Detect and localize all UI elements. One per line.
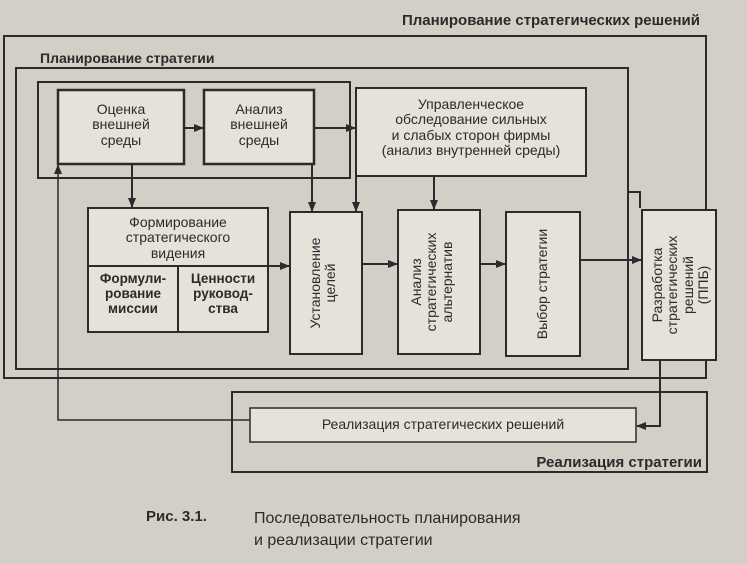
strategy-realization-frame	[231, 391, 708, 473]
external-analysis-label: Анализ внешней среды	[230, 101, 288, 148]
development-label: Разработка стратегических решений (ППБ)	[649, 235, 712, 335]
development-box	[641, 209, 717, 361]
choice-box	[505, 211, 581, 357]
external-analysis-box	[202, 88, 316, 166]
choice-label: Выбор стратегии	[534, 228, 550, 340]
outer-frame-title: Планирование стратегических решений	[401, 12, 700, 29]
external-eval-label: Оценка внешней среды	[92, 101, 150, 148]
arrow-feedback-realization-to-eval	[54, 164, 250, 421]
internal-survey-box	[355, 87, 587, 177]
caption-figure-label: Рис. 3.1.	[146, 508, 207, 525]
internal-survey-label: Управленческое обследование сильных и сл…	[381, 96, 561, 159]
goals-box	[289, 211, 363, 355]
planning-frame-title: Планирование стратегии	[40, 50, 215, 66]
vision-label: Формирование стратегического видения	[125, 214, 231, 261]
mission-label: Формули- рование миссии	[99, 271, 167, 316]
caption-line-1: Последовательность планирования	[254, 510, 521, 527]
alternatives-box	[397, 209, 481, 355]
strategic-decisions-frame	[3, 35, 707, 379]
arrow-development-to-realization	[636, 360, 661, 430]
caption-line-2: и реализации стратегии	[254, 532, 433, 549]
realization-box	[249, 407, 637, 443]
realization-frame-title: Реализация стратегии	[536, 454, 702, 471]
alternatives-label: Анализ стратегических альтернатив	[408, 232, 455, 332]
realization-label: Реализация стратегических решений	[321, 416, 565, 432]
goals-label: Установление целей	[307, 237, 339, 329]
connector-planning-to-development	[628, 191, 641, 208]
strategy-planning-frame	[15, 67, 629, 370]
values-label: Ценности руковод- ства	[190, 271, 256, 316]
external-eval-box	[56, 88, 186, 166]
